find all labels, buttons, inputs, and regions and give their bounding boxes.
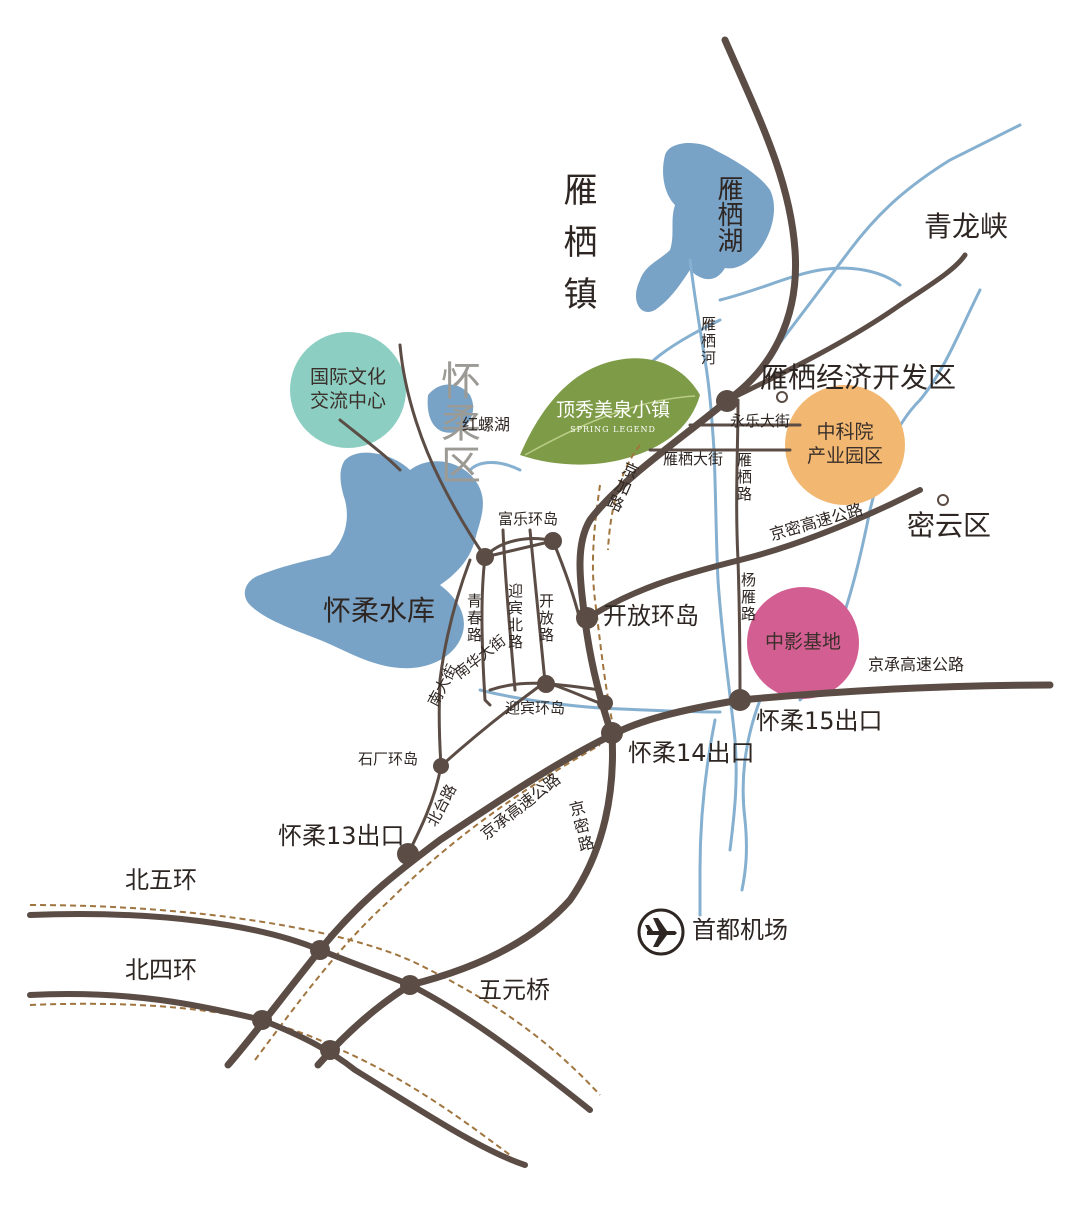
exit15-label: 怀柔15出口 xyxy=(756,707,883,735)
north-5th-ring-label: 北五环 xyxy=(125,866,197,894)
miyun-label: 密云区 xyxy=(907,509,992,542)
yanqi-river-label: 雁栖河 xyxy=(699,316,717,367)
hongluo-lake-label: 红螺湖 xyxy=(462,415,511,434)
leaf-title-text: 顶秀美泉小镇 xyxy=(555,399,670,421)
river-south xyxy=(740,698,762,892)
yanqi-main-road xyxy=(721,36,800,404)
culture-line2: 交流中心 xyxy=(309,390,386,412)
huairou-district-label: 怀柔区 xyxy=(434,360,480,486)
leaf-subtitle-text: SPRING LEGEND xyxy=(570,425,656,434)
jingcheng-expressway-east-label: 京承高速公路 xyxy=(868,655,965,674)
reservoir-junction-dot xyxy=(476,548,494,566)
film-base-label: 中影基地 xyxy=(747,587,859,699)
yongle-street-label: 永乐大街 xyxy=(730,412,791,430)
qingchun-road-label: 青春路 xyxy=(465,593,483,644)
yanqi-road-vertical xyxy=(735,398,742,702)
north-4th-ring xyxy=(27,991,528,1168)
science-line1: 中科院 xyxy=(816,421,874,444)
river-southwest xyxy=(698,718,717,917)
yingbin-north-road-label: 迎宾北路 xyxy=(506,583,524,651)
location-dot-icon xyxy=(776,391,788,403)
fule-roundabout-label: 富乐环岛 xyxy=(498,510,559,528)
wuyuan-bridge-label: 五元桥 xyxy=(478,976,550,1004)
culture-line1: 国际文化 xyxy=(309,366,386,389)
river-northeast xyxy=(738,123,1022,397)
huairou-reservoir-shape xyxy=(244,452,483,669)
expressway-dash-lines xyxy=(29,444,641,1156)
kaifang-roundabout-dot xyxy=(576,607,598,629)
exit14-label: 怀柔14出口 xyxy=(628,739,755,767)
yanqi-river xyxy=(688,258,738,852)
yanqi-road-label: 雁栖路 xyxy=(735,452,753,503)
qinglongxia-road xyxy=(725,252,968,403)
jingmi-expressway-north xyxy=(582,487,923,623)
yanqi-town-label: 雁栖镇 xyxy=(557,172,597,328)
exit14-dot xyxy=(601,722,623,744)
science-park-circle xyxy=(785,385,905,505)
yanqi-street-label: 雁栖大街 xyxy=(663,450,724,468)
small-junction-dot xyxy=(597,695,613,711)
yanqi-dev-zone-label: 雁栖经济开发区 xyxy=(760,361,957,394)
wuyuan-bridge-dot xyxy=(400,975,420,995)
north-4th-ring-label: 北四环 xyxy=(125,956,197,984)
river-yanqi-east xyxy=(718,266,902,302)
yanqi-lake-label: 雁栖湖 xyxy=(713,175,743,253)
film-text: 中影基地 xyxy=(764,631,841,654)
shichang-roundabout-label: 石厂环岛 xyxy=(358,750,419,768)
exit15-dot xyxy=(729,689,751,711)
yingbin-roundabout-dot xyxy=(537,675,555,693)
4th-ring-junction-e xyxy=(320,1040,340,1060)
fule-roundabout-dot xyxy=(544,532,562,550)
yangyan-road-label: 杨雁路 xyxy=(739,572,757,623)
leaf-vein xyxy=(524,395,696,456)
science-park-label: 中科院产业园区 xyxy=(785,385,905,505)
huairou-reservoir-label: 怀柔水库 xyxy=(323,594,436,627)
5th-ring-junction-w xyxy=(310,940,330,960)
spring-legend-leaf xyxy=(520,358,700,465)
junctions xyxy=(252,390,751,1060)
hongluo-lake-shape xyxy=(427,384,474,433)
yanqi-dev-junction xyxy=(716,390,738,412)
yingbin-roundabout-label: 迎宾环岛 xyxy=(505,699,566,717)
airplane-icon xyxy=(637,908,685,956)
culture-center-label: 国际文化交流中心 xyxy=(290,332,406,448)
airport-label: 首都机场 xyxy=(692,916,788,944)
jingmi-road-south xyxy=(314,731,616,1069)
location-dot-icon xyxy=(937,494,949,506)
kaifang-road-label: 开放路 xyxy=(537,593,555,644)
4th-ring-junction-w xyxy=(252,1010,272,1030)
shichang-roundabout-dot xyxy=(433,758,449,774)
exit13-label: 怀柔13出口 xyxy=(278,822,405,850)
qinglongxia-label: 青龙峡 xyxy=(924,210,1009,243)
leaf-title: 顶秀美泉小镇 SPRING LEGEND xyxy=(548,395,678,434)
film-base-circle xyxy=(747,587,859,699)
north-5th-ring xyxy=(27,911,593,1113)
yanqi-lake-shape xyxy=(635,143,775,312)
kaifang-roundabout-label: 开放环岛 xyxy=(603,602,699,630)
exit13-dot xyxy=(397,843,419,865)
science-line2: 产业园区 xyxy=(806,445,883,467)
culture-center-circle xyxy=(290,332,406,448)
